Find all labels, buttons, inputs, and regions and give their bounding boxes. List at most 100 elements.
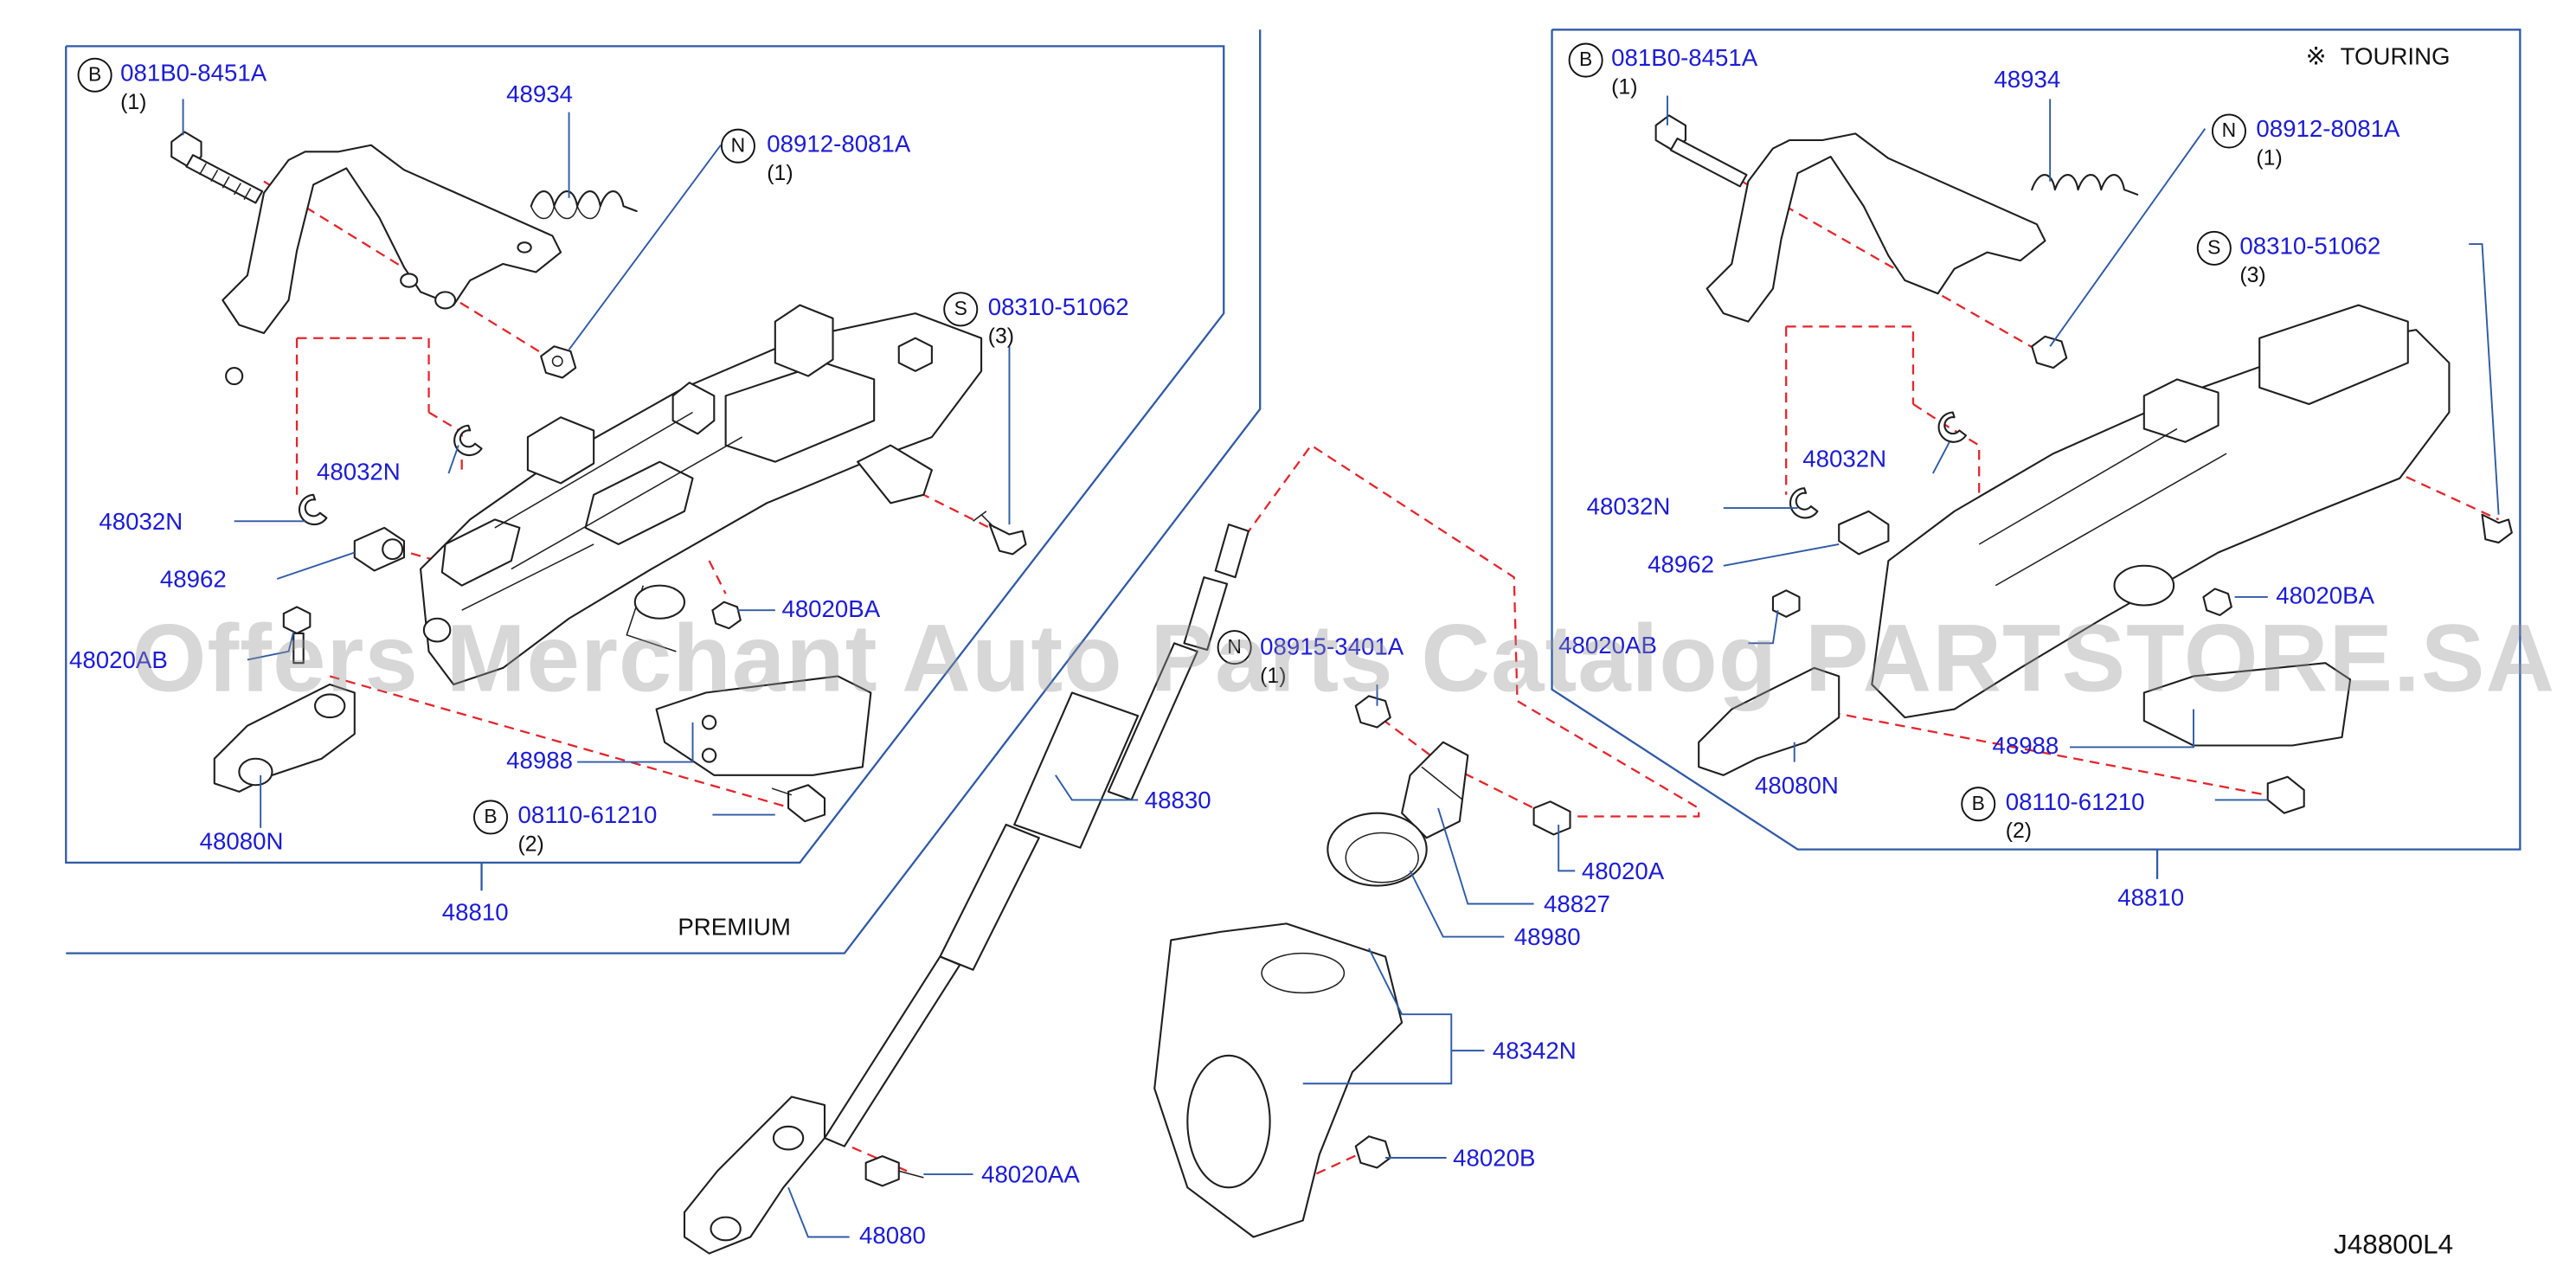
shaft-48830-icon — [823, 524, 1249, 1147]
touring-panel-frame — [1551, 29, 2521, 879]
touring-panel-symbol: ※ — [2305, 42, 2327, 71]
center-nut-n-part[interactable]: 08915-3401A — [1260, 634, 1404, 662]
premium-bracket-part[interactable]: 48988 — [506, 749, 574, 775]
premium-spacer-part[interactable]: 48962 — [159, 567, 227, 594]
touring-bolt-b-symbol: B — [1568, 42, 1603, 78]
diagram-code: J48800L4 — [2333, 1230, 2454, 1261]
nut-48020B-icon — [1354, 1135, 1391, 1169]
premium-bolt-ab-part[interactable]: 48020AB — [69, 648, 168, 675]
touring-nut-n-symbol: N — [2211, 113, 2246, 149]
center-seal-part[interactable]: 48827 — [1544, 892, 1610, 919]
touring-bolt-ab-part[interactable]: 48020AB — [1558, 633, 1657, 660]
touring-screw-s-part[interactable]: 08310-51062 — [2239, 234, 2381, 261]
center-bolt-aa-part[interactable]: 48020AA — [981, 1162, 1080, 1190]
touring-spacer-part[interactable]: 48962 — [1648, 552, 1714, 580]
touring-bolt-08110-icon — [2266, 775, 2305, 814]
premium-screw-s-qty: (3) — [987, 323, 1014, 349]
premium-screw-08310-icon — [973, 511, 1027, 556]
premium-screw-s-part[interactable]: 08310-51062 — [987, 295, 1129, 322]
watermark-text: Offers Merchant Auto Parts Catalog PARTS… — [132, 605, 2556, 713]
premium-bolt-b2-qty: (2) — [517, 831, 544, 857]
premium-screw-s-symbol: S — [943, 292, 979, 327]
touring-clip-upper-icon — [1937, 411, 1968, 443]
premium-bolt-b2-part[interactable]: 08110-61210 — [517, 803, 658, 830]
premium-bolt-081B0-icon — [170, 131, 264, 204]
touring-bolt-b2-symbol: B — [1961, 787, 1996, 822]
premium-bolt-08110-icon — [771, 784, 826, 823]
lower-joint-48080-icon — [683, 1095, 826, 1255]
center-lower-joint-part[interactable]: 48080 — [859, 1224, 926, 1250]
premium-spring-icon — [530, 190, 638, 220]
touring-bolt-48020BA-icon — [2202, 588, 2232, 616]
touring-nut-n-part[interactable]: 08912-8081A — [2256, 117, 2400, 144]
touring-nut-n-qty: (1) — [2256, 145, 2283, 170]
center-cover-part[interactable]: 48342N — [1492, 1038, 1577, 1066]
touring-bolt-b-qty: (1) — [1611, 74, 1638, 100]
premium-joint-48080N-icon — [213, 683, 356, 793]
premium-nut-n-part[interactable]: 08912-8081A — [767, 132, 911, 158]
premium-clip-upper-part[interactable]: 48032N — [316, 459, 401, 487]
touring-clip-lower-part[interactable]: 48032N — [1586, 494, 1671, 522]
premium-spring-part[interactable]: 48934 — [506, 82, 574, 109]
touring-bracket-48988-icon — [2142, 662, 2352, 747]
touring-bolt-ba-part[interactable]: 48020BA — [2276, 583, 2375, 611]
nut-08915-icon — [1354, 695, 1391, 729]
touring-bolt-b2-part[interactable]: 08110-61210 — [2005, 789, 2145, 817]
premium-bolt-ba-part[interactable]: 48020BA — [781, 596, 881, 624]
premium-bolt-48020BA-icon — [711, 601, 742, 630]
center-nut-n-symbol: N — [1217, 630, 1252, 665]
premium-joint-part[interactable]: 48080N — [199, 829, 284, 857]
premium-spacer-icon — [353, 526, 406, 572]
touring-column-body-icon — [1871, 304, 2451, 719]
center-nut-b-part[interactable]: 48020B — [1453, 1146, 1536, 1173]
premium-bolt-b2-symbol: B — [473, 800, 509, 835]
touring-bolt-b-part[interactable]: 081B0-8451A — [1611, 46, 1758, 73]
premium-bolt-b-part[interactable]: 081B0-8451A — [120, 61, 267, 88]
touring-spring-part[interactable]: 48934 — [1994, 67, 2061, 94]
premium-mount-bracket-icon — [222, 144, 562, 386]
premium-clip-upper-icon — [453, 424, 483, 457]
premium-bolt-b-symbol: B — [77, 57, 112, 93]
center-boot-part[interactable]: 48980 — [1513, 925, 1581, 952]
touring-clip-lower-icon — [1789, 487, 1819, 519]
premium-assembly-part[interactable]: 48810 — [441, 900, 509, 928]
center-shaft-part[interactable]: 48830 — [1144, 788, 1211, 815]
touring-bolt-b2-qty: (2) — [2005, 818, 2032, 843]
touring-mount-bracket-icon — [1706, 132, 2046, 323]
seal-48827-icon — [1401, 741, 1469, 839]
premium-panel-frame — [65, 29, 1262, 954]
boot-48980-icon — [1327, 812, 1428, 887]
touring-screw-s-symbol: S — [2196, 230, 2232, 266]
premium-bolt-48020AB-icon — [282, 606, 312, 665]
touring-nut-icon — [2031, 335, 2068, 369]
premium-nut-icon — [540, 345, 577, 379]
premium-clip-lower-icon — [298, 493, 328, 526]
touring-spacer-icon — [1838, 510, 1890, 556]
cover-48342N-icon — [1153, 922, 1404, 1238]
touring-joint-48080N-icon — [1698, 666, 1840, 776]
center-nut-n-qty: (1) — [1260, 663, 1287, 688]
premium-bracket-48988-icon — [655, 675, 872, 776]
touring-panel-label: TOURING — [2340, 44, 2451, 71]
premium-panel-label: PREMIUM — [678, 915, 791, 942]
touring-clip-upper-part[interactable]: 48032N — [1802, 447, 1887, 474]
premium-nut-n-qty: (1) — [767, 159, 793, 185]
bolt-48020A-icon — [1532, 800, 1571, 836]
bolt-48020AA-icon — [864, 1155, 924, 1187]
touring-screw-08310-icon — [2481, 513, 2513, 544]
premium-nut-n-symbol: N — [720, 128, 755, 164]
premium-bolt-b-qty: (1) — [120, 88, 147, 114]
center-bolt-a-part[interactable]: 48020A — [1581, 859, 1665, 886]
leader-lines — [182, 95, 2500, 1238]
touring-bracket-part[interactable]: 48988 — [1992, 734, 2059, 761]
touring-spring-icon — [2031, 174, 2139, 196]
touring-screw-s-qty: (3) — [2239, 262, 2266, 287]
touring-assembly-part[interactable]: 48810 — [2117, 885, 2185, 913]
premium-column-body-icon — [419, 304, 983, 686]
premium-clip-lower-part[interactable]: 48032N — [99, 509, 183, 536]
touring-bolt-081B0-icon — [1654, 114, 1748, 188]
touring-joint-part[interactable]: 48080N — [1754, 773, 1839, 800]
touring-bolt-48020AB-icon — [1771, 589, 1801, 618]
